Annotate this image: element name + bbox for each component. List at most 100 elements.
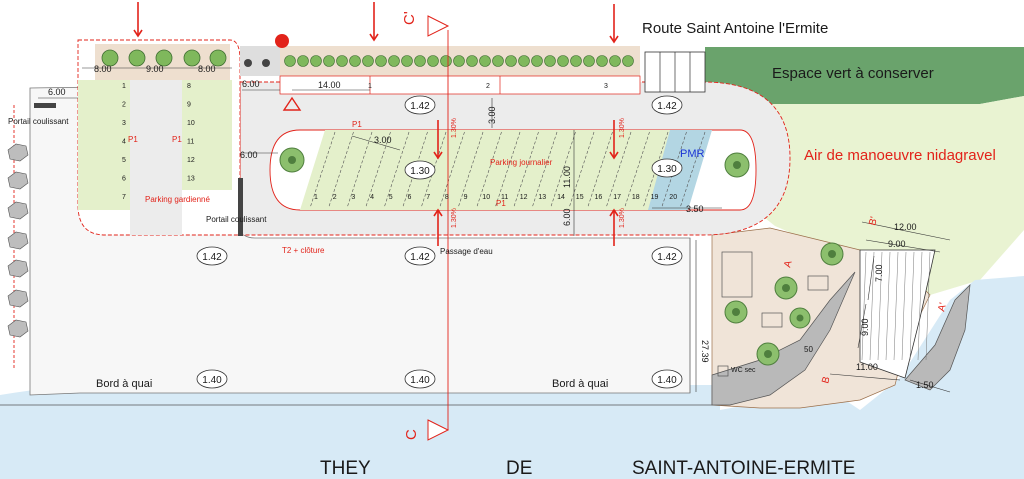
parking-number: 16 <box>595 194 603 201</box>
slot-line <box>439 131 465 209</box>
ramp-line <box>917 251 923 361</box>
section-c-label: C <box>403 429 420 440</box>
parking-number: 9 <box>464 194 468 201</box>
p1-label-top: P1 <box>352 120 362 129</box>
parking-number: 5 <box>389 194 393 201</box>
parking-number: 5 <box>122 157 126 164</box>
shrub-icon <box>479 55 491 67</box>
section-b-label: B <box>820 375 832 385</box>
dim-label: 6.00 <box>48 87 66 97</box>
rock-icon <box>7 231 29 250</box>
shrub-icon <box>531 55 543 67</box>
svg-text:1.40: 1.40 <box>202 375 222 386</box>
rock-icon <box>7 259 29 278</box>
shrub-icon <box>466 55 478 67</box>
shrub-icon <box>492 55 504 67</box>
riverbank-rocks <box>7 143 29 338</box>
dim-label: 6.00 <box>562 208 572 226</box>
svg-text:1.42: 1.42 <box>657 101 677 112</box>
left-lot-fill <box>78 80 130 210</box>
shrub-icon <box>596 55 608 67</box>
dim-label: 27.39 <box>700 340 710 363</box>
svg-text:1.42: 1.42 <box>410 101 430 112</box>
parking-number: 1 <box>368 83 372 90</box>
parking-number: 8 <box>187 83 191 90</box>
tree-icon <box>820 242 844 266</box>
portail-mid-label: Portail coulissant <box>206 215 267 224</box>
tree-icon <box>724 152 750 178</box>
slot-line <box>476 131 502 209</box>
tree-icon <box>183 49 201 67</box>
slot-line <box>346 131 373 209</box>
parking-number: 3 <box>351 194 355 201</box>
parking-number: 7 <box>122 194 126 201</box>
dim-label: 6.00 <box>240 150 258 160</box>
bord-quai-left: Bord à quai <box>96 378 152 390</box>
wc-label: WC sec <box>731 367 756 374</box>
slot-line <box>494 131 521 209</box>
road-label: Route Saint Antoine l'Ermite <box>642 20 828 37</box>
flow-arrow-icon <box>433 120 443 160</box>
tree-icon <box>789 307 811 329</box>
dimension-line <box>909 379 951 393</box>
svg-text:1.40: 1.40 <box>657 375 677 386</box>
parking-number: 11 <box>501 194 508 201</box>
bottom-text-de: DE <box>506 458 532 479</box>
level-marker: 1.30 <box>651 158 683 178</box>
shrub-icon <box>427 55 439 67</box>
daily-parking-fill <box>300 130 690 210</box>
dim-label: 3.00 <box>374 135 392 145</box>
parking-number: 6 <box>408 194 412 201</box>
parking-number: 12 <box>187 157 195 164</box>
bord-quai-right: Bord à quai <box>552 378 608 390</box>
warning-triangle-icon <box>282 96 302 111</box>
section-c-prime-marker <box>427 15 450 37</box>
slot-line <box>365 131 391 209</box>
bottom-text-saint-antoine: SAINT-ANTOINE-ERMITE <box>632 458 855 479</box>
section-c-prime-label: C' <box>401 11 418 25</box>
dim-label: 14.00 <box>318 80 341 90</box>
slope-label: 1.30% <box>619 208 626 228</box>
shrub-icon <box>557 55 569 67</box>
dim-label: 8.00 <box>198 64 216 74</box>
water-area <box>0 276 1024 479</box>
parking-number: 3 <box>122 120 126 127</box>
section-a-prime-label: A' <box>936 302 949 313</box>
parking-number: 4 <box>122 139 126 146</box>
level-marker: 1.42 <box>404 246 436 266</box>
dim-label: 7.00 <box>874 264 884 282</box>
section-a-label: A <box>782 259 794 269</box>
shrub-icon <box>453 55 465 67</box>
dimension-line <box>857 303 867 349</box>
bollard-icon <box>244 59 252 67</box>
parking-number: 8 <box>445 194 449 201</box>
shrub-icon <box>518 55 530 67</box>
dimension-lines <box>38 67 951 393</box>
flow-arrow-icon <box>433 208 443 246</box>
parking-number: 19 <box>651 194 659 201</box>
svg-text:1.42: 1.42 <box>202 252 222 263</box>
tree-icon <box>101 49 119 67</box>
parking-journalier-label: Parking journalier <box>490 158 553 167</box>
dimension-line <box>829 373 901 381</box>
slot-line <box>679 131 706 209</box>
slot-line <box>457 131 484 209</box>
rock-icon <box>7 319 29 338</box>
ramp-line <box>861 251 867 361</box>
dimension-line <box>865 239 941 253</box>
parking-number: 2 <box>333 194 337 201</box>
ramp-line <box>909 251 915 361</box>
dim-label: 9.00 <box>146 64 164 74</box>
passage-eau-label: Passage d'eau <box>440 247 493 256</box>
shrub-icon <box>388 55 400 67</box>
slot-line <box>531 131 558 209</box>
parking-number: 11 <box>187 139 194 146</box>
dim-label: 50 <box>804 345 813 354</box>
riprap-left <box>711 271 856 406</box>
flow-arrow-icon <box>133 2 143 38</box>
level-marker: 1.30 <box>404 160 436 180</box>
level-marker: 1.40 <box>404 369 436 389</box>
p1-label-left: P1 <box>128 135 138 144</box>
shrub-icon <box>336 55 348 67</box>
